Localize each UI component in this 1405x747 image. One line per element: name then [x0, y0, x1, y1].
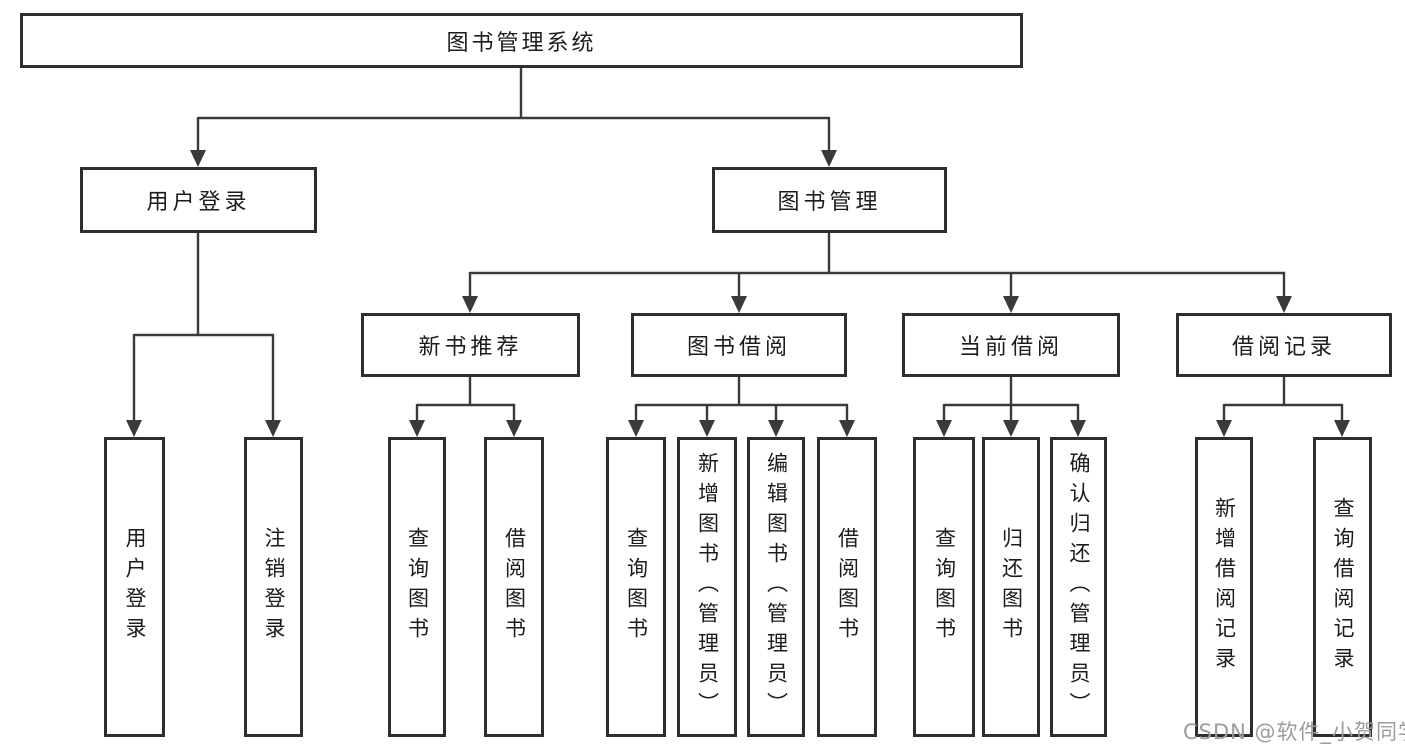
node-label: 图书借阅	[686, 335, 791, 360]
leaf-label: 查询借阅记录	[1331, 497, 1356, 677]
node-user-login: 用户登录	[80, 167, 317, 233]
leaf-label: 借阅图书	[502, 527, 527, 647]
leaf-label: 确认归还（管理员）	[1067, 452, 1092, 722]
node-book-management: 图书管理	[712, 167, 947, 233]
node-label: 当前借阅	[958, 335, 1063, 360]
leaf-label: 借阅图书	[835, 527, 860, 647]
leaf-label: 新增图书（管理员）	[695, 452, 720, 722]
node-new-book-recommendation: 新书推荐	[361, 313, 580, 377]
leaf-add-books-admin: 新增图书（管理员）	[677, 437, 737, 737]
leaf-label: 新增借阅记录	[1212, 497, 1237, 677]
leaf-user-login: 用户登录	[104, 437, 165, 737]
leaf-label: 注销登录	[262, 527, 287, 647]
leaf-label: 查询图书	[405, 527, 430, 647]
node-label: 图书管理系统	[446, 30, 597, 56]
node-book-borrowing: 图书借阅	[631, 313, 847, 377]
node-label: 用户登录	[146, 190, 251, 215]
node-library-management-system: 图书管理系统	[20, 13, 1023, 68]
leaf-label: 归还图书	[999, 527, 1024, 647]
leaf-query-borrow-record: 查询借阅记录	[1313, 437, 1372, 737]
csdn-watermark: CSDN @软件_小贺同学	[1183, 720, 1405, 744]
leaf-borrow-books-recommend: 借阅图书	[484, 437, 544, 737]
node-label: 新书推荐	[418, 335, 523, 360]
leaf-label: 查询图书	[932, 527, 957, 647]
leaf-label: 用户登录	[123, 527, 148, 647]
node-label: 图书管理	[777, 190, 882, 215]
connector-lines	[132, 68, 1344, 422]
leaf-logout: 注销登录	[244, 437, 303, 737]
leaf-edit-books-admin: 编辑图书（管理员）	[747, 437, 805, 737]
leaf-label: 查询图书	[624, 527, 649, 647]
node-borrowing-records: 借阅记录	[1176, 313, 1392, 377]
leaf-query-books-recommend: 查询图书	[388, 437, 446, 737]
leaf-query-books-current: 查询图书	[913, 437, 975, 737]
leaf-label: 编辑图书（管理员）	[764, 452, 789, 722]
connector-line-path	[132, 68, 1344, 422]
leaf-return-books: 归还图书	[982, 437, 1040, 737]
leaf-confirm-return-admin: 确认归还（管理员）	[1050, 437, 1107, 737]
node-current-borrowing: 当前借阅	[902, 313, 1120, 377]
leaf-add-borrow-record: 新增借阅记录	[1195, 437, 1253, 737]
leaf-borrow-books: 借阅图书	[817, 437, 877, 737]
leaf-query-books-borrowing: 查询图书	[606, 437, 666, 737]
node-label: 借阅记录	[1231, 335, 1336, 360]
